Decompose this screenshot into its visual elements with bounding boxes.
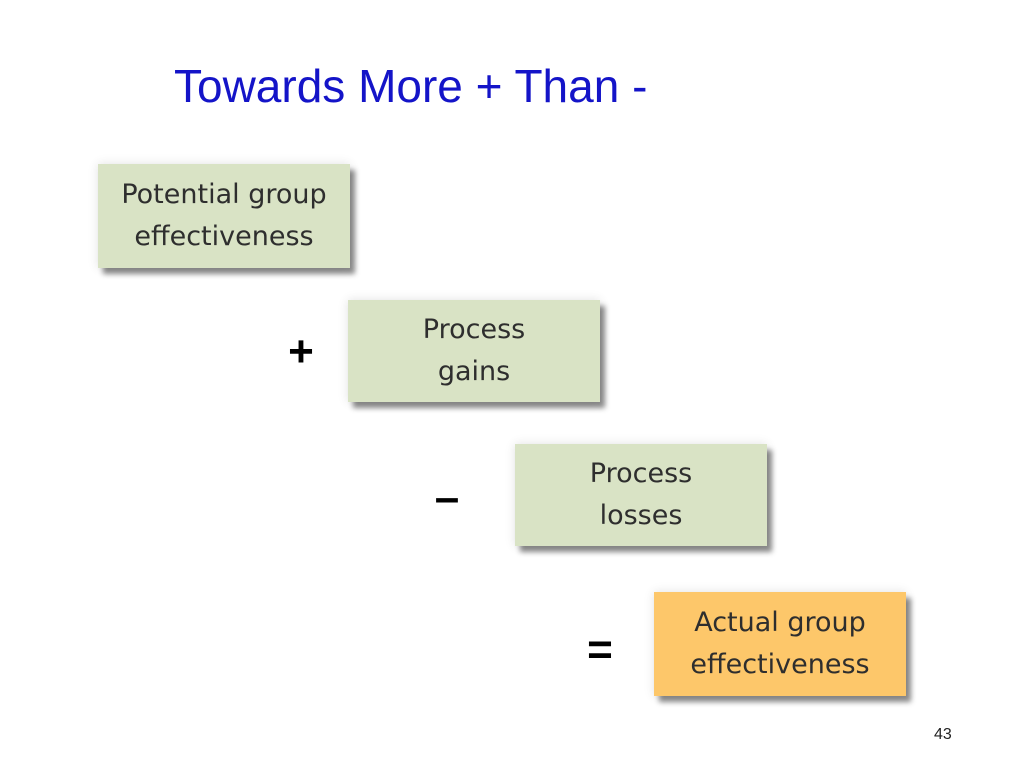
process-gains-box: Process gains <box>348 300 600 402</box>
slide-title: Towards More + Than - <box>174 60 648 112</box>
potential-box-line2: effectiveness <box>134 221 314 252</box>
process-losses-box: Process losses <box>515 444 767 546</box>
plus-operator: + <box>288 327 314 376</box>
gains-box-line2: gains <box>437 356 511 387</box>
gains-box-line1: Process <box>422 314 526 345</box>
page-number: 43 <box>934 726 952 743</box>
losses-box-line2: losses <box>599 500 683 531</box>
actual-effectiveness-box: Actual group effectiveness <box>654 592 906 696</box>
equals-operator: = <box>587 625 613 674</box>
losses-box-line1: Process <box>589 458 693 489</box>
minus-operator: – <box>434 473 460 522</box>
actual-box-line1: Actual group <box>694 607 866 638</box>
potential-box-line1: Potential group <box>121 179 327 210</box>
actual-box-line2: effectiveness <box>690 649 870 680</box>
potential-effectiveness-box: Potential group effectiveness <box>98 164 350 268</box>
